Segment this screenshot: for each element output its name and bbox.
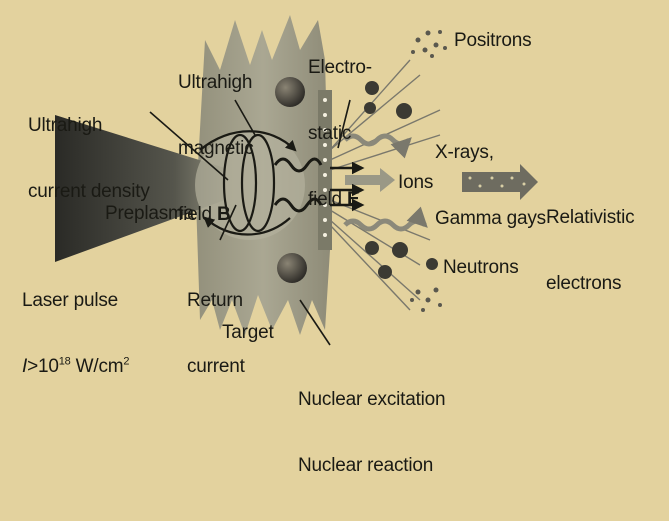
positron-cloud <box>411 30 447 58</box>
ion-arrows <box>330 161 395 212</box>
magnetic-field-loops <box>199 130 297 236</box>
lower-nucleus <box>277 253 307 283</box>
preplasma-label: Preplasma <box>105 203 195 224</box>
magnetic-field-label: Ultrahigh magnetic field B <box>178 72 254 225</box>
upper-particles <box>364 81 412 119</box>
laser-beam <box>55 115 225 262</box>
electron-paths <box>273 157 323 213</box>
relativistic-electron-arrow <box>462 164 538 200</box>
target-label: Target <box>222 322 274 343</box>
xrays-label: X-rays, Gamma gays <box>435 142 546 229</box>
diagram: Ultrahigh current density Ultrahigh magn… <box>22 15 635 476</box>
ions-label: Ions <box>398 172 434 193</box>
magnetic-symbol: B <box>216 204 231 225</box>
preplasma-cloud <box>195 130 305 240</box>
charge-layer <box>323 98 327 237</box>
relativistic-electrons-label: Relativistic electrons <box>546 207 635 294</box>
laser-plasma-illustration <box>55 15 538 346</box>
lower-gamma-cloud <box>410 287 442 312</box>
nuclear-label: Nuclear excitation Nuclear reaction <box>298 389 446 476</box>
electrostatic-field-label: Electro- static field E <box>308 57 372 210</box>
lower-particles <box>365 241 438 279</box>
neutrons-label: Neutrons <box>443 257 519 278</box>
electric-symbol: E <box>346 189 360 210</box>
ultrahigh-current-label: Ultrahigh current density <box>28 115 150 202</box>
laser-pulse-label: Laser pulse I>1018 W/cm2 <box>22 290 130 377</box>
xray-waves <box>343 133 428 232</box>
positrons-label: Positrons <box>454 30 532 51</box>
return-current-label: Return current <box>187 290 245 377</box>
upper-nucleus <box>275 77 305 107</box>
leader-lines <box>149 99 351 346</box>
